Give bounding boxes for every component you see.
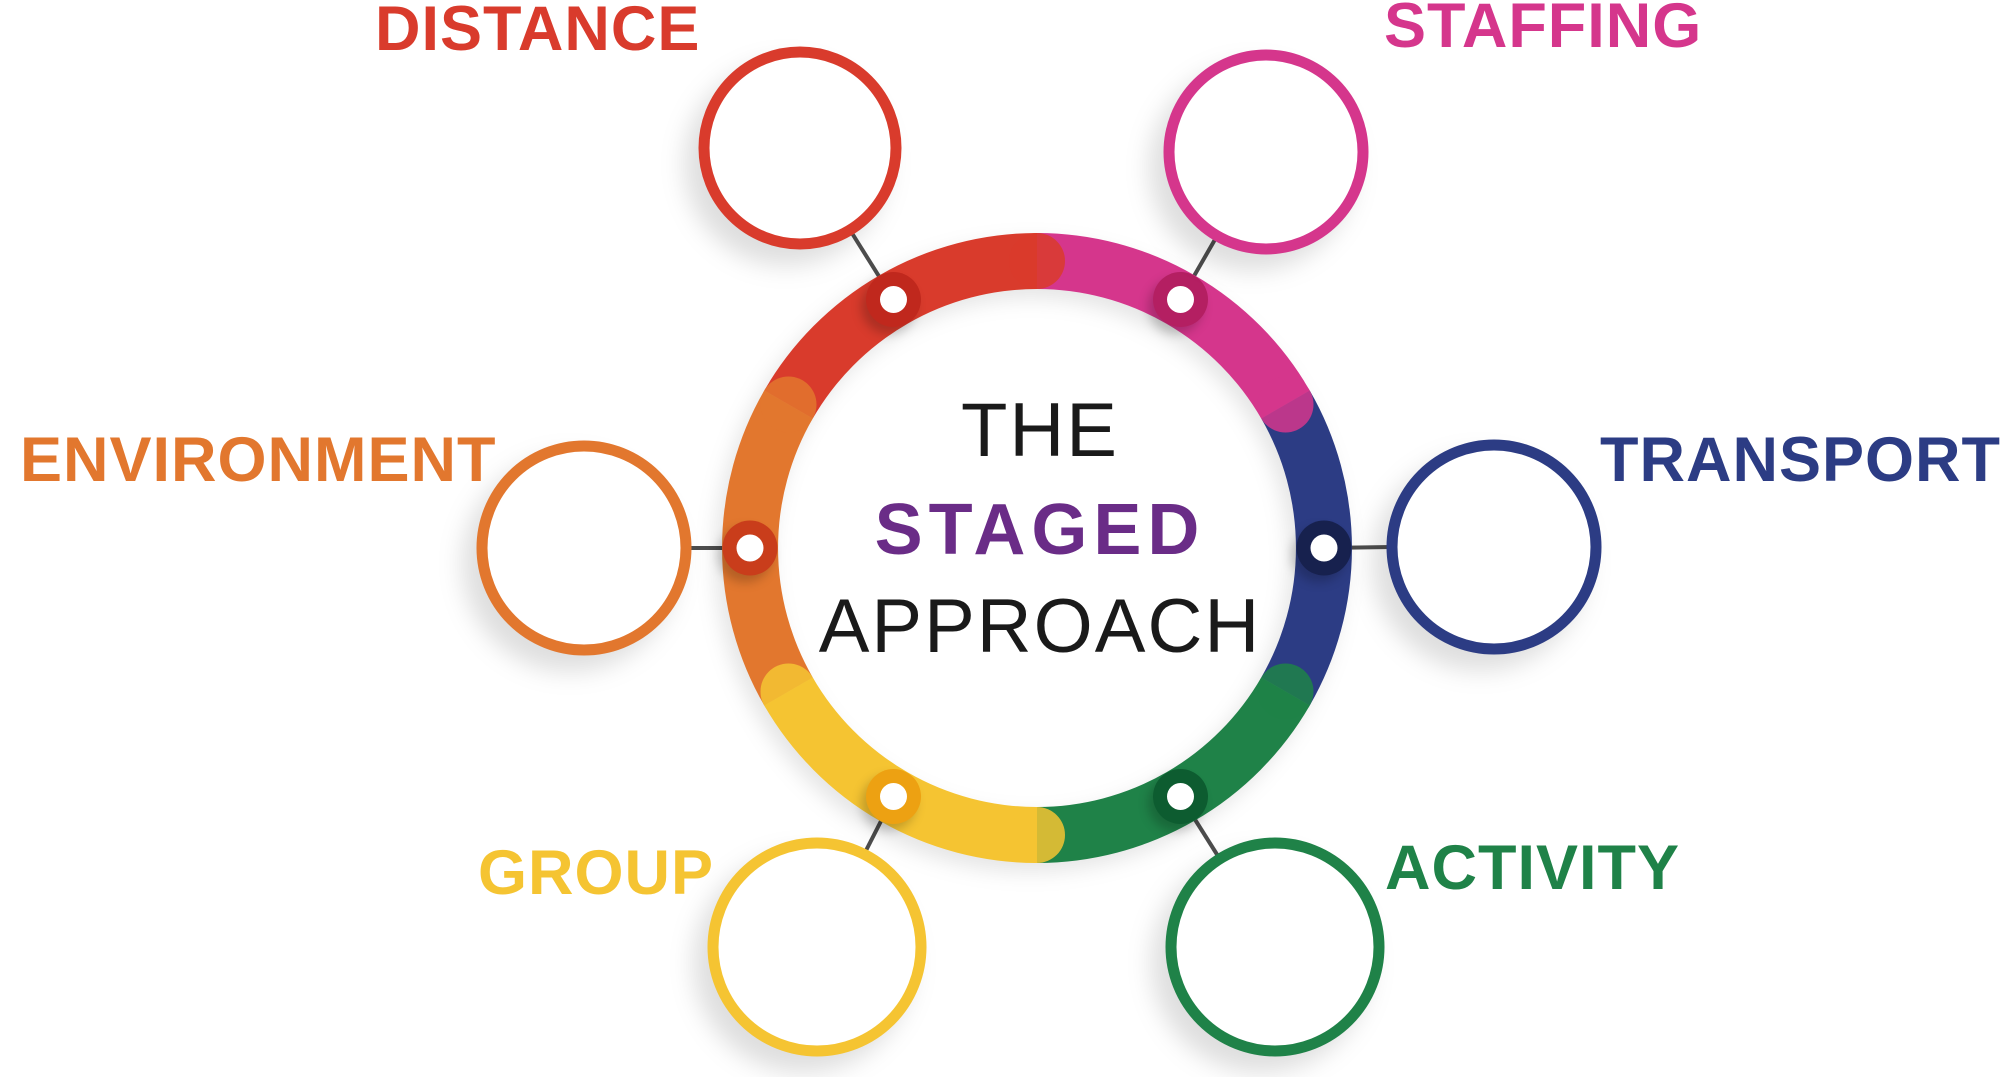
ring-cap-group-left bbox=[760, 663, 817, 720]
ring-cap-staffing bbox=[1257, 376, 1314, 433]
label-environment: ENVIRONMENT bbox=[20, 425, 497, 495]
dot-transport-hole bbox=[1310, 534, 1338, 562]
dot-environment-hole bbox=[736, 534, 764, 562]
label-activity: ACTIVITY bbox=[1385, 833, 1680, 903]
ring-cap-environment bbox=[760, 376, 817, 433]
label-staffing: STAFFING bbox=[1384, 0, 1702, 61]
satellite-circle-environment bbox=[476, 440, 692, 656]
ring-cap-distance bbox=[1009, 233, 1065, 289]
dot-group-hole bbox=[880, 783, 907, 810]
satellite-circles bbox=[476, 46, 1602, 1057]
dot-staffing-hole bbox=[1167, 286, 1194, 313]
ring-dots bbox=[722, 272, 1352, 824]
satellite-circle-group bbox=[707, 837, 927, 1057]
satellite-circle-distance bbox=[698, 46, 902, 250]
satellite-circle-transport bbox=[1386, 439, 1602, 655]
label-transport: TRANSPORT bbox=[1600, 425, 2000, 495]
label-distance: DISTANCE bbox=[375, 0, 700, 64]
center-title-line3: APPROACH bbox=[819, 584, 1262, 669]
ring-cap-activity bbox=[1257, 663, 1314, 720]
dot-distance-hole bbox=[880, 286, 907, 313]
center-title-line2: STAGED bbox=[875, 490, 1206, 570]
center-title-line1: THE bbox=[961, 388, 1119, 473]
satellite-circle-activity bbox=[1165, 837, 1385, 1057]
label-group: GROUP bbox=[478, 838, 714, 908]
node-labels: DISTANCE STAFFING TRANSPORT ACTIVITY GRO… bbox=[20, 0, 2000, 908]
satellite-circle-staffing bbox=[1163, 49, 1369, 255]
center-title: THE STAGED APPROACH bbox=[819, 388, 1262, 669]
ring-cap-group-right bbox=[1009, 807, 1065, 863]
dot-activity-hole bbox=[1167, 783, 1194, 810]
